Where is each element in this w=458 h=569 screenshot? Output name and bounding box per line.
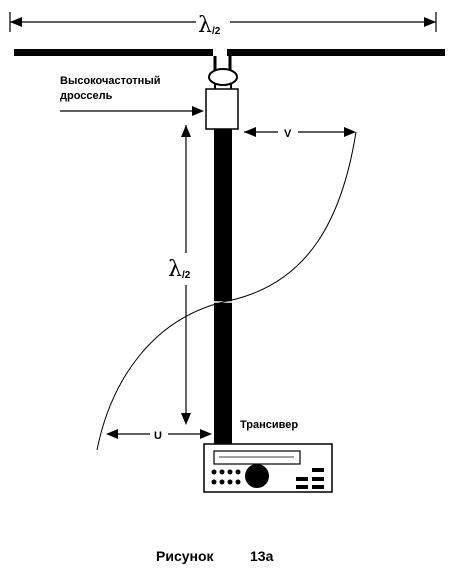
switch-icon — [296, 477, 308, 481]
top-lambda-sub: /2 — [212, 26, 221, 37]
dipole-antenna — [14, 49, 445, 72]
current-label: U — [154, 430, 162, 442]
voltage-label: V — [284, 128, 292, 140]
transceiver-tuning-knob — [245, 464, 269, 488]
top-dimension: λ /2 — [9, 12, 437, 38]
middle-lambda-symbol: λ — [168, 257, 182, 282]
switch-icon — [312, 477, 324, 481]
current-arrow — [106, 429, 212, 439]
middle-dimension — [181, 125, 191, 425]
button-icon — [227, 469, 233, 475]
button-icon — [235, 469, 241, 475]
choke-label-line2: дроссель — [60, 90, 113, 102]
figure-caption-number: 13a — [250, 548, 274, 564]
button-icon — [227, 479, 233, 485]
button-icon — [211, 469, 217, 475]
button-icon — [235, 479, 241, 485]
coax-feedline — [214, 90, 232, 446]
rf-choke — [205, 88, 239, 130]
top-lambda-symbol: λ — [198, 13, 212, 38]
button-icon — [219, 479, 225, 485]
button-icon — [219, 469, 225, 475]
switch-icon — [312, 485, 324, 489]
choke-arrow — [60, 106, 204, 116]
switch-icon — [296, 485, 308, 489]
feed-balun-loop — [208, 68, 238, 86]
middle-lambda-sub: /2 — [182, 270, 191, 281]
transceiver-display — [213, 450, 301, 465]
transceiver-unit — [203, 443, 333, 493]
switch-icon — [312, 468, 324, 472]
transceiver-label: Трансивер — [240, 419, 298, 431]
figure-caption-word: Рисунок — [156, 548, 215, 564]
standing-wave-curve — [96, 131, 357, 451]
voltage-arrow — [244, 127, 356, 137]
button-icon — [211, 479, 217, 485]
choke-label-line1: Высокочастотный — [60, 75, 160, 87]
